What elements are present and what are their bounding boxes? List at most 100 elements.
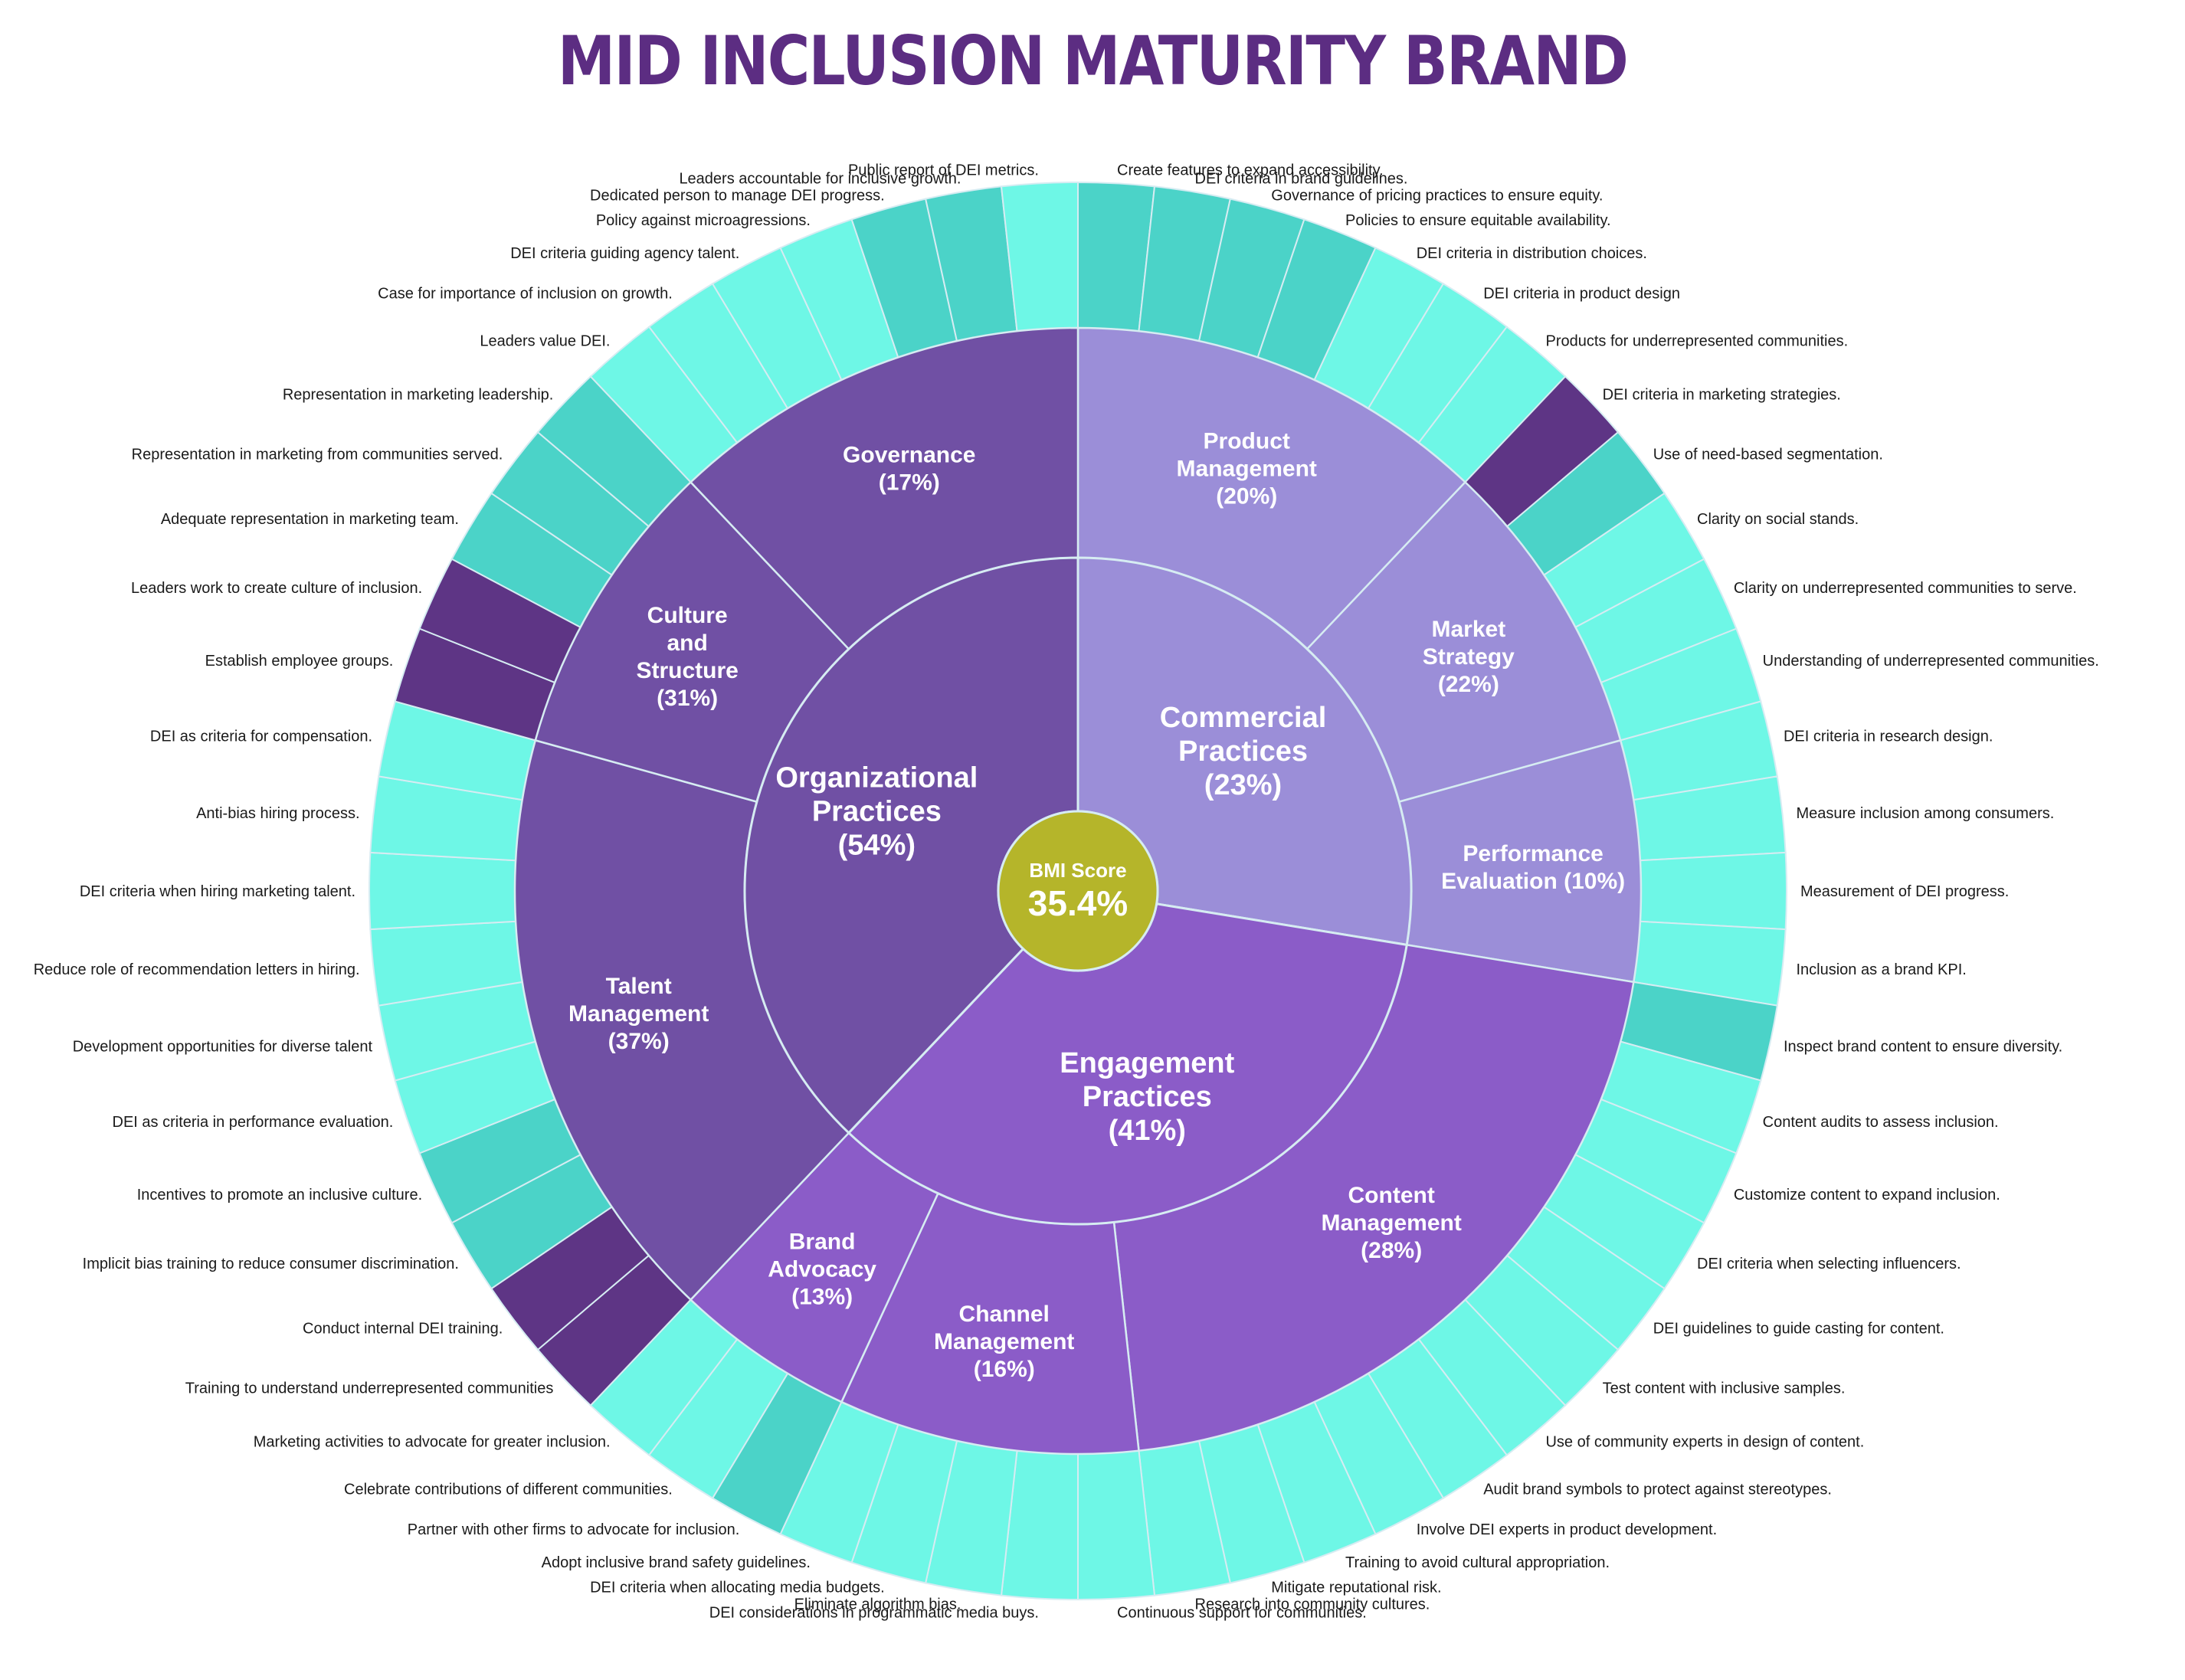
leaf-label: Public report of DEI metrics. — [848, 162, 1039, 178]
pillar-percent: (23%) — [1204, 769, 1282, 801]
leaf-label: Continuous support for communities. — [1117, 1605, 1367, 1622]
leaf-label: Partner with other firms to advocate for… — [408, 1521, 740, 1538]
area-label: Channel — [959, 1302, 1050, 1327]
leaf-label: Test content with inclusive samples. — [1603, 1380, 1846, 1397]
chart-title: MID INCLUSION MATURITY BRAND — [557, 21, 1629, 100]
leaf-label: Clarity on underrepresented communities … — [1734, 580, 2077, 597]
area-label: Management — [568, 1001, 709, 1027]
leaf-label: Policy against microagressions. — [596, 212, 811, 229]
leaf-label: Create features to expand accessibility. — [1117, 162, 1384, 178]
leaf-label: DEI criteria in marketing strategies. — [1603, 386, 1841, 403]
area-label: Management — [1177, 456, 1317, 481]
area-percent: (31%) — [657, 686, 718, 711]
leaf-label: Use of need-based segmentation. — [1653, 446, 1883, 463]
leaf-label: Policies to ensure equitable availabilit… — [1345, 212, 1611, 229]
leaf-segment-measurement-of-dei-progress[interactable] — [1639, 851, 1787, 931]
area-label: Advocacy — [768, 1256, 876, 1282]
area-percent: (28%) — [1361, 1238, 1422, 1263]
leaf-label: DEI guidelines to guide casting for cont… — [1653, 1321, 1944, 1338]
area-percent: (13%) — [791, 1284, 853, 1309]
area-label: Strategy — [1423, 644, 1515, 670]
leaf-label: Measure inclusion among consumers. — [1796, 805, 2054, 822]
leaf-label: Measurement of DEI progress. — [1800, 883, 2009, 900]
leaf-label: DEI criteria in product design — [1483, 285, 1680, 302]
area-percent: (16%) — [974, 1357, 1035, 1382]
leaf-label: Adequate representation in marketing tea… — [161, 511, 459, 528]
pillar-label: Practices — [1178, 735, 1308, 768]
leaf-label: DEI criteria when selecting influencers. — [1697, 1256, 1961, 1272]
area-label: Product — [1204, 428, 1290, 454]
leaf-label: Understanding of underrepresented commun… — [1763, 653, 2099, 670]
area-label: Performance — [1463, 841, 1603, 866]
area-percent: (20%) — [1216, 483, 1277, 509]
leaf-label: Establish employee groups. — [205, 653, 394, 670]
leaf-label: Training to understand underrepresented … — [185, 1380, 554, 1397]
leaf-label: Customize content to expand inclusion. — [1734, 1187, 2000, 1204]
area-percent: (22%) — [1438, 672, 1499, 697]
leaf-label: Dedicated person to manage DEI progress. — [590, 187, 885, 204]
area-percent: (17%) — [879, 470, 940, 495]
leaf-label: Case for importance of inclusion on grow… — [378, 285, 673, 302]
leaf-label: DEI criteria when allocating media budge… — [590, 1580, 885, 1596]
leaf-label: Mitigate reputational risk. — [1271, 1580, 1441, 1596]
area-label: Management — [934, 1329, 1074, 1354]
leaf-label: Leaders work to create culture of inclus… — [131, 580, 422, 597]
area-label: and — [667, 630, 707, 656]
leaf-label: Audit brand symbols to protect against s… — [1483, 1482, 1832, 1498]
pillar-label: Organizational — [775, 761, 978, 794]
bmi-score-core[interactable] — [997, 810, 1159, 972]
leaf-label: Eliminate algorithm bias. — [794, 1596, 961, 1613]
leaf-label: Content audits to assess inclusion. — [1763, 1114, 1999, 1131]
pillar-label: Engagement — [1060, 1047, 1234, 1079]
leaf-label: Products for underrepresented communitie… — [1545, 332, 1848, 349]
leaf-label: Implicit bias training to reduce consume… — [83, 1256, 459, 1272]
area-label: Market — [1431, 617, 1505, 642]
leaf-label: DEI as criteria in performance evaluatio… — [113, 1114, 394, 1131]
bmi-score-label: BMI Score — [1029, 859, 1126, 882]
bmi-score-value: 35.4% — [1028, 883, 1128, 923]
leaf-label: Training to avoid cultural appropriation… — [1345, 1554, 1610, 1571]
leaf-label: DEI criteria in brand guidelines. — [1195, 170, 1408, 187]
leaf-label: Representation in marketing leadership. — [283, 386, 554, 403]
area-label: Governance — [843, 442, 975, 467]
area-label: Talent — [606, 974, 672, 999]
leaf-label: Leaders value DEI. — [480, 332, 610, 349]
leaf-label: DEI criteria guiding agency talent. — [510, 245, 739, 262]
leaf-label: DEI criteria in research design. — [1784, 728, 1993, 745]
leaf-label: Inclusion as a brand KPI. — [1796, 961, 1966, 978]
area-label: Structure — [636, 658, 738, 683]
leaf-label: Research into community cultures. — [1195, 1596, 1430, 1613]
leaf-segment-dei-criteria-when-hiring-marketing-talent[interactable] — [369, 851, 517, 931]
leaf-label: Conduct internal DEI training. — [303, 1321, 503, 1338]
pillar-label: Practices — [1083, 1081, 1212, 1113]
leaf-label: Marketing activities to advocate for gre… — [254, 1434, 611, 1451]
area-percent: (37%) — [608, 1029, 670, 1054]
pillar-percent: (41%) — [1109, 1115, 1186, 1147]
leaf-label: Celebrate contributions of different com… — [344, 1482, 673, 1498]
area-label: Management — [1321, 1210, 1461, 1236]
leaf-label: Representation in marketing from communi… — [132, 446, 503, 463]
leaf-label: Adopt inclusive brand safety guidelines. — [542, 1554, 811, 1571]
leaf-label: Governance of pricing practices to ensur… — [1271, 187, 1603, 204]
leaf-label: Incentives to promote an inclusive cultu… — [137, 1187, 422, 1204]
leaf-label: DEI considerations in programmatic media… — [709, 1605, 1039, 1622]
leaf-label: DEI criteria when hiring marketing talen… — [80, 883, 355, 900]
leaf-label: Anti-bias hiring process. — [196, 805, 359, 822]
leaf-label: DEI criteria in distribution choices. — [1417, 245, 1647, 262]
leaf-label: Clarity on social stands. — [1697, 511, 1859, 528]
pillar-percent: (54%) — [838, 829, 916, 861]
leaf-label: Development opportunities for diverse ta… — [73, 1039, 373, 1056]
area-label: Brand — [789, 1229, 856, 1254]
pillar-label: Practices — [812, 795, 942, 827]
leaf-label: DEI as criteria for compensation. — [150, 728, 372, 745]
area-label: Content — [1348, 1183, 1435, 1208]
pillar-label: Commercial — [1160, 702, 1327, 734]
area-label: Culture — [647, 603, 728, 628]
area-label: Evaluation (10%) — [1441, 869, 1625, 894]
leaf-label: Leaders accountable for inclusive growth… — [679, 170, 961, 187]
leaf-label: Use of community experts in design of co… — [1545, 1434, 1864, 1451]
leaf-label: Reduce role of recommendation letters in… — [34, 961, 360, 978]
leaf-label: Inspect brand content to ensure diversit… — [1784, 1039, 2062, 1056]
leaf-label: Involve DEI experts in product developme… — [1417, 1521, 1717, 1538]
